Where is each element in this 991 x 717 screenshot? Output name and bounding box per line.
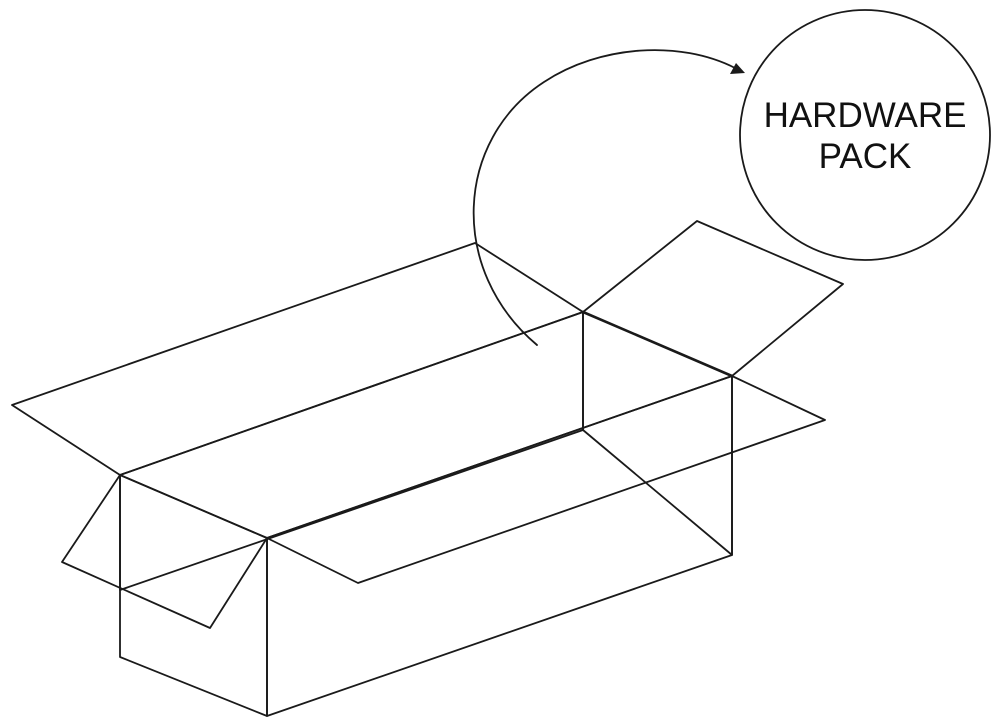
box-front-face [266, 375, 733, 717]
box-inner-back-wall [119, 311, 584, 591]
callout-label-line1: HARDWARE [764, 96, 967, 135]
callout-arrow [472, 49, 745, 346]
box-back-left-flap [11, 242, 584, 476]
curved-arrow-line [472, 49, 736, 346]
open-cardboard-box [11, 220, 844, 717]
box-crease-line [581, 310, 734, 378]
box-inner-right-wall [582, 311, 733, 556]
callout-circle [739, 9, 991, 261]
callout-label-line2: PACK [819, 137, 912, 176]
arrowhead-icon [730, 63, 745, 74]
box-left-end-face [119, 474, 268, 717]
box-front-flap [266, 375, 826, 584]
hardware-pack-callout: HARDWARE PACK [739, 9, 991, 261]
box-left-end-flap [61, 474, 268, 629]
